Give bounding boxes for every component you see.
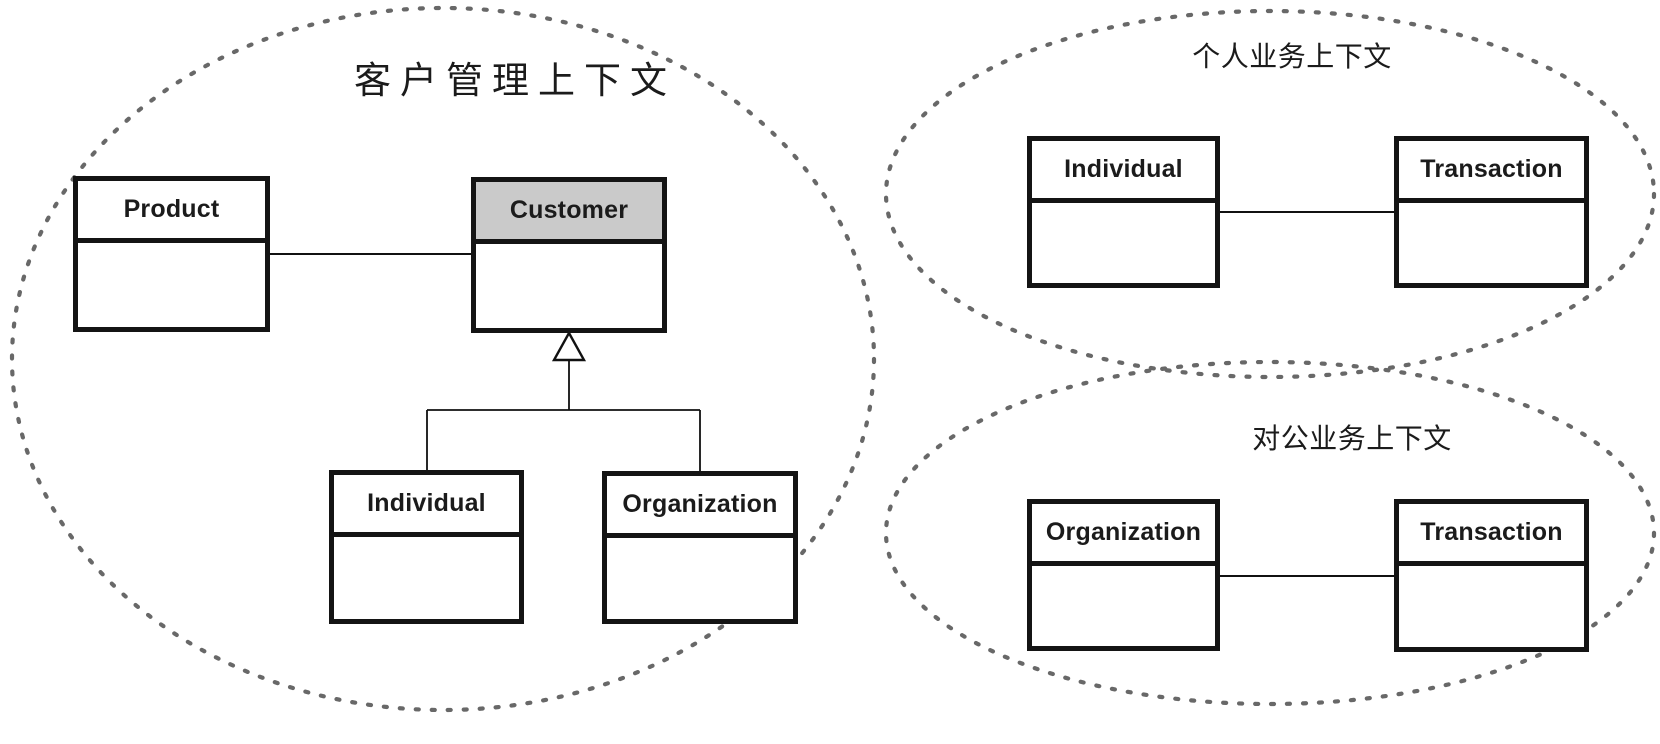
class-name-customer: Customer xyxy=(509,196,629,224)
class-box-individual-cm-body xyxy=(334,537,519,619)
corporate-business-context-boundary xyxy=(883,359,1657,707)
generalization-connector-lines xyxy=(426,360,701,473)
class-box-transaction-cb: Transaction xyxy=(1394,499,1589,652)
class-box-customer-body xyxy=(476,244,662,328)
class-name-product: Product xyxy=(123,195,220,223)
class-box-transaction-cb-body xyxy=(1399,566,1584,647)
class-box-organization-cm: Organization xyxy=(602,471,798,624)
class-box-transaction-pb-header: Transaction xyxy=(1399,141,1584,203)
class-box-transaction-cb-header: Transaction xyxy=(1399,504,1584,566)
class-box-organization-cb-body xyxy=(1032,566,1215,646)
generalization-arrowhead xyxy=(551,330,587,362)
class-box-individual-cm: Individual xyxy=(329,470,524,624)
class-name-individual-cm: Individual xyxy=(367,489,486,517)
class-box-organization-cb-header: Organization xyxy=(1032,504,1215,566)
class-name-transaction-cb: Transaction xyxy=(1420,518,1563,546)
class-name-organization-cm: Organization xyxy=(622,490,778,518)
class-box-individual-pb-header: Individual xyxy=(1032,141,1215,203)
class-box-organization-cm-body xyxy=(607,538,793,619)
class-box-transaction-pb: Transaction xyxy=(1394,136,1589,288)
customer-management-context-boundary xyxy=(9,5,877,713)
class-box-individual-pb: Individual xyxy=(1027,136,1220,288)
class-name-individual-pb: Individual xyxy=(1064,155,1183,183)
class-name-transaction-pb: Transaction xyxy=(1420,155,1563,183)
class-box-customer-header: Customer xyxy=(476,182,662,244)
context-title-corporate-business: 对公业务上下文 xyxy=(1252,423,1452,454)
class-box-product-body xyxy=(78,243,265,327)
context-title-personal-business: 个人业务上下文 xyxy=(1192,41,1392,72)
class-box-organization-cm-header: Organization xyxy=(607,476,793,538)
class-name-organization-cb: Organization xyxy=(1045,518,1202,546)
class-box-product-header: Product xyxy=(78,181,265,243)
class-box-organization-cb: Organization xyxy=(1027,499,1220,651)
personal-business-context-boundary xyxy=(883,8,1657,380)
class-box-transaction-pb-body xyxy=(1399,203,1584,283)
class-box-customer: Customer xyxy=(471,177,667,333)
class-box-individual-cm-header: Individual xyxy=(334,475,519,537)
class-box-individual-pb-body xyxy=(1032,203,1215,283)
class-box-product: Product xyxy=(73,176,270,332)
context-title-customer-management: 客户管理上下文 xyxy=(354,60,676,101)
